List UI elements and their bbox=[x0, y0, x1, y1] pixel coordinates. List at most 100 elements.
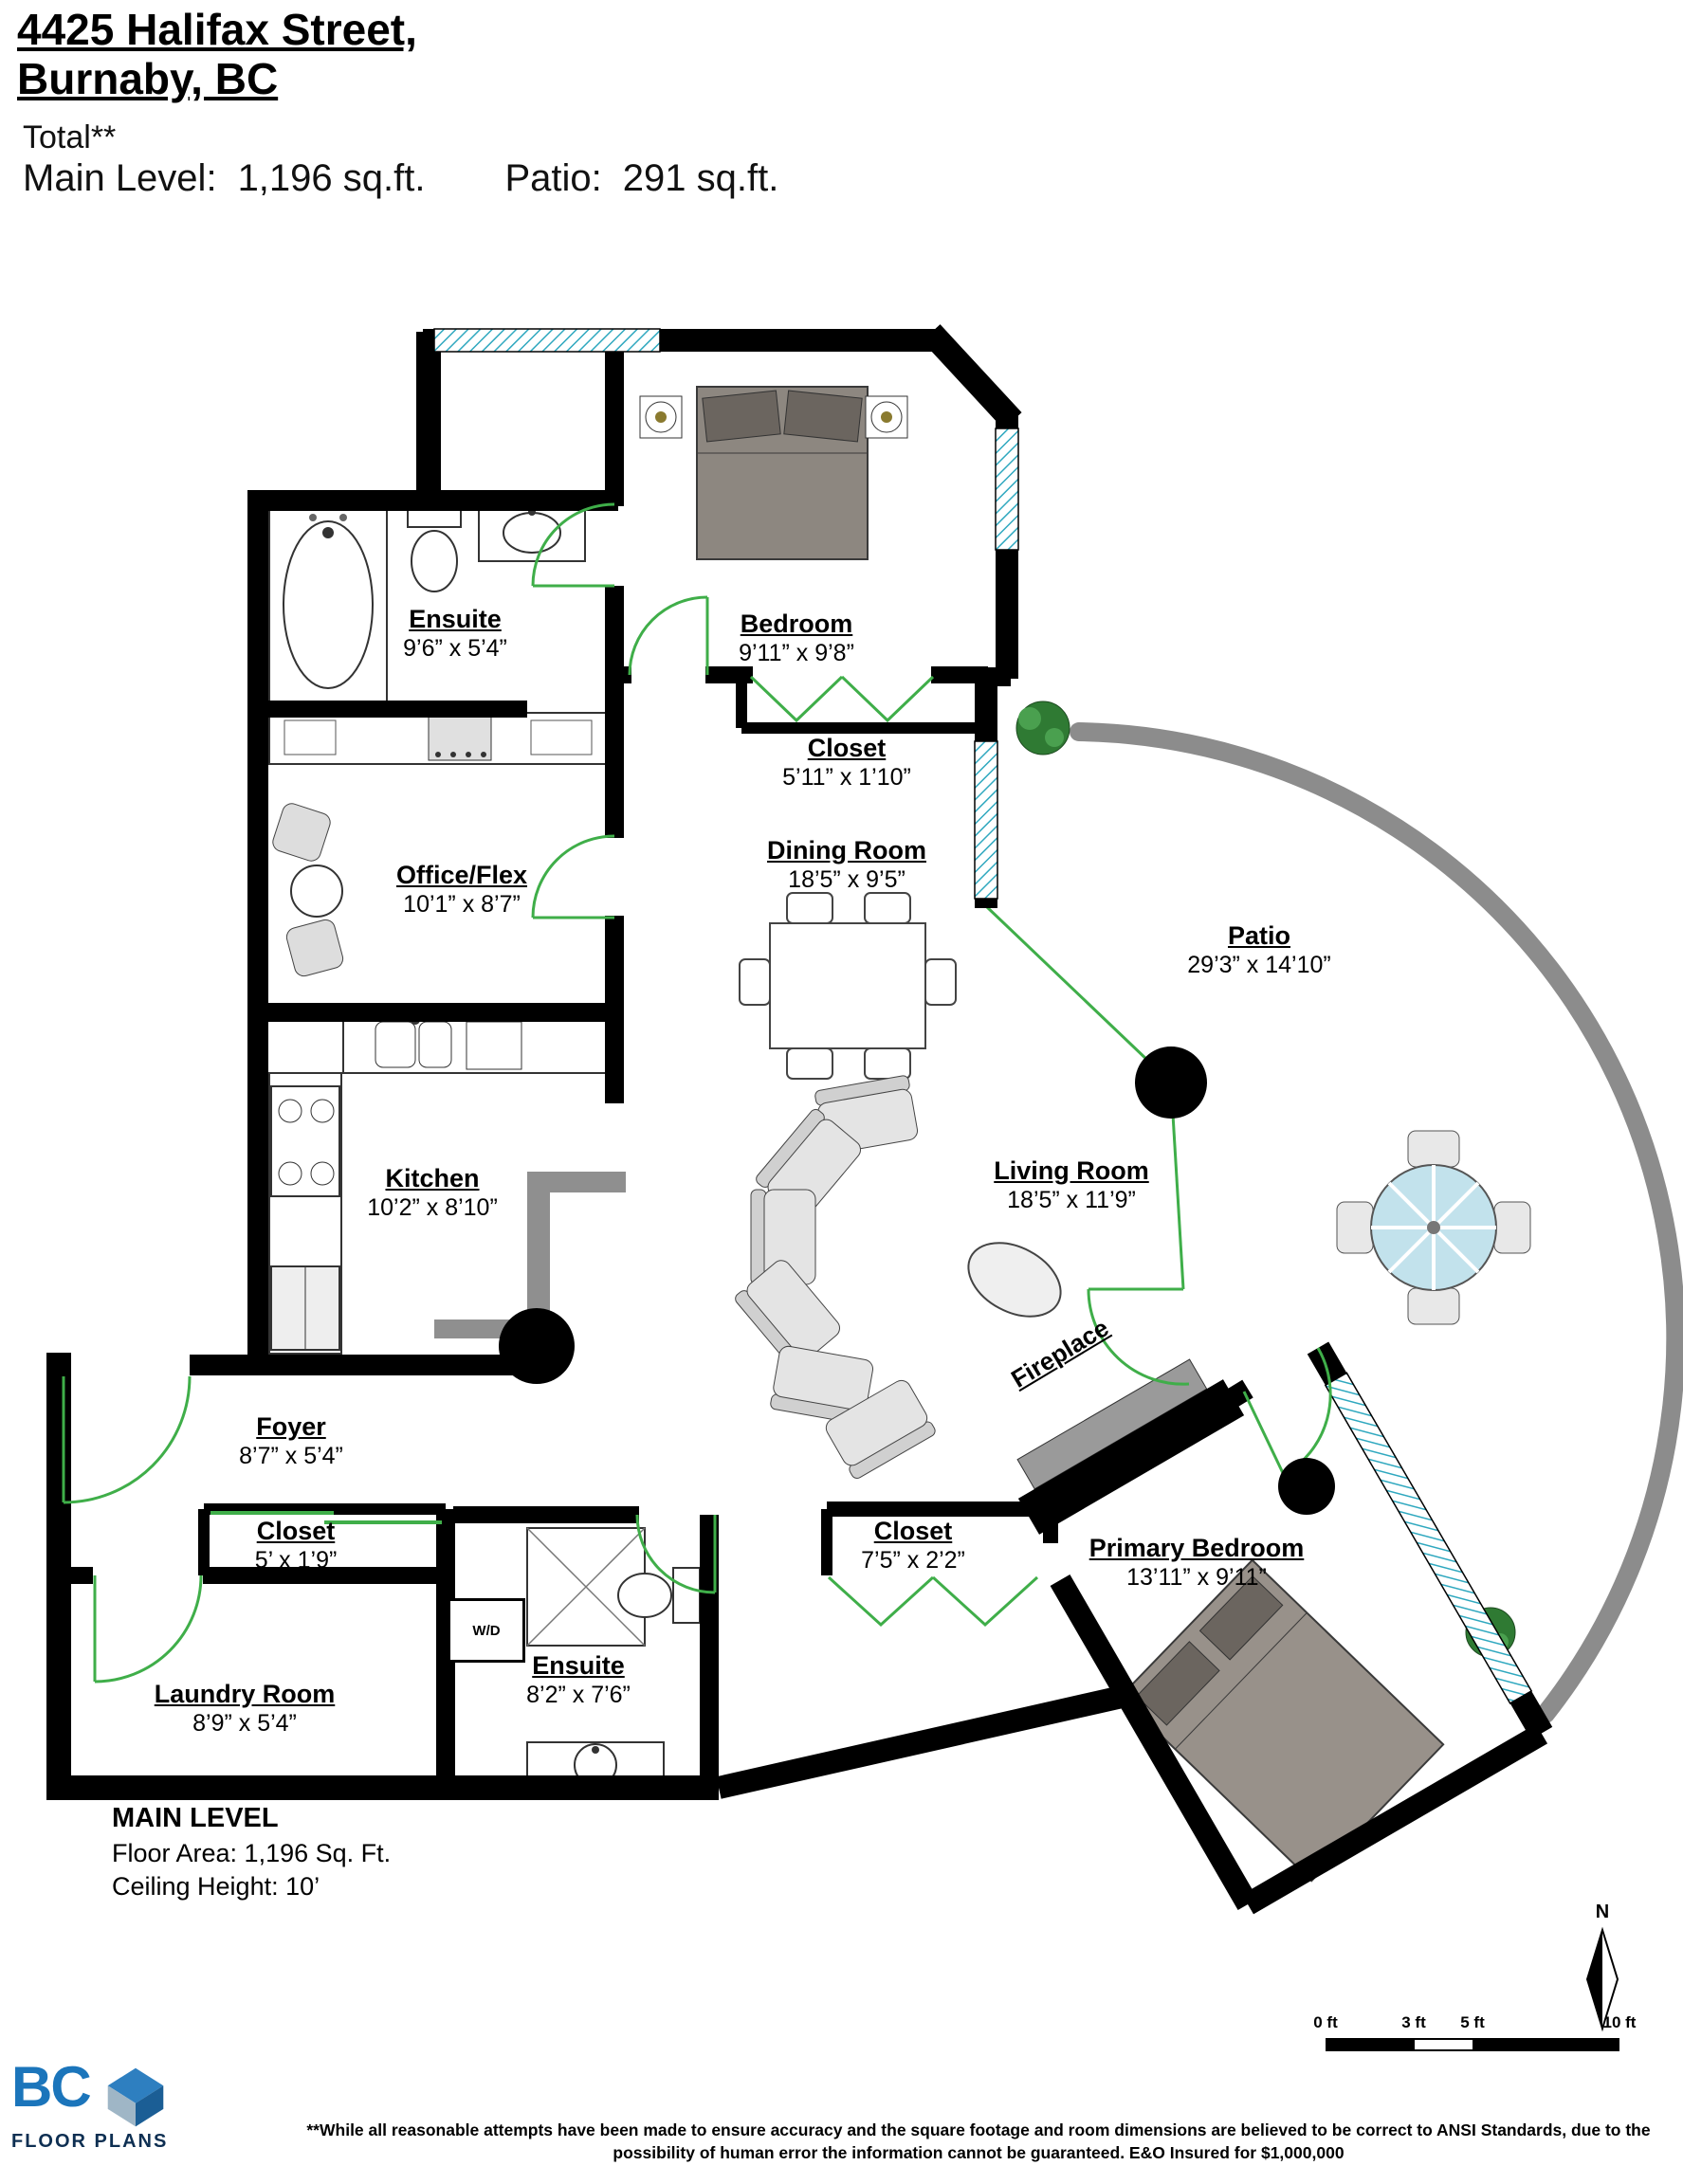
room-label-kitchen: Kitchen 10’2” x 8’10” bbox=[367, 1164, 498, 1222]
room-name: Laundry Room bbox=[154, 1680, 336, 1708]
room-dims: 9’11” x 9’8” bbox=[739, 639, 854, 666]
level-ceiling-height: Ceiling Height: 10’ bbox=[112, 1871, 320, 1901]
logo-subtitle: FLOOR PLANS bbox=[11, 2131, 169, 2152]
washer-dryer: W/D bbox=[448, 1598, 525, 1663]
bathtub bbox=[268, 501, 388, 702]
room-name: Bedroom bbox=[740, 610, 853, 638]
room-name: Kitchen bbox=[385, 1164, 480, 1192]
page-title-line1: 4425 Halifax Street, bbox=[17, 5, 417, 54]
scale-label-3: 3 ft bbox=[1401, 2013, 1426, 2031]
patio-table-set bbox=[1336, 1130, 1531, 1325]
scale-bar-segments bbox=[1326, 2038, 1619, 2051]
office-table bbox=[290, 864, 343, 918]
room-name: Primary Bedroom bbox=[1088, 1534, 1305, 1562]
walls bbox=[46, 324, 1548, 1915]
room-dims: 10’2” x 8’10” bbox=[367, 1193, 498, 1221]
level-title: MAIN LEVEL bbox=[112, 1803, 279, 1833]
room-name: Patio bbox=[1227, 921, 1291, 950]
plant-icon bbox=[1015, 701, 1070, 755]
stove bbox=[270, 1085, 340, 1197]
room-label-office-flex: Office/Flex 10’1” x 8’7” bbox=[396, 861, 527, 919]
room-dims: 13’11” x 9’11” bbox=[1126, 1563, 1267, 1591]
office-desk bbox=[268, 712, 608, 765]
ceiling-light-icon bbox=[865, 395, 908, 439]
sink-vanity bbox=[478, 501, 586, 562]
room-dims: 8’2” x 7’6” bbox=[526, 1681, 631, 1708]
room-dims: 8’9” x 5’4” bbox=[192, 1709, 297, 1737]
room-label-dining-room: Dining Room 18’5” x 9’5” bbox=[767, 836, 926, 894]
room-label-patio: Patio 29’3” x 14’10” bbox=[1187, 921, 1330, 979]
room-dims: 8’7” x 5’4” bbox=[239, 1442, 343, 1469]
room-label-ensuite-lower: Ensuite 8’2” x 7’6” bbox=[526, 1651, 631, 1709]
room-name: Dining Room bbox=[767, 836, 926, 864]
room-name: Ensuite bbox=[409, 605, 502, 633]
disclaimer-text: **While all reasonable attempts have bee… bbox=[306, 2120, 1651, 2162]
room-dims: 10’1” x 8’7” bbox=[403, 890, 521, 918]
columns bbox=[499, 1046, 1335, 1515]
room-label-bedroom: Bedroom 9’11” x 9’8” bbox=[739, 610, 854, 667]
scale-label-5: 5 ft bbox=[1460, 2013, 1485, 2031]
room-name: Ensuite bbox=[532, 1651, 625, 1680]
room-label-laundry-room: Laundry Room 8’9” x 5’4” bbox=[155, 1680, 336, 1738]
room-dims: 18’5” x 11’9” bbox=[1007, 1186, 1136, 1213]
fireplace bbox=[1016, 1358, 1245, 1535]
patio-value: 291 sq.ft. bbox=[622, 157, 779, 199]
room-name: Closet bbox=[807, 734, 887, 762]
room-label-ensuite-upper: Ensuite 9’6” x 5’4” bbox=[403, 605, 507, 663]
fridge bbox=[270, 1265, 340, 1351]
patio-curved-wall bbox=[1070, 722, 1683, 1723]
north-arrow-icon bbox=[1585, 1926, 1619, 2032]
level-summary: MAIN LEVEL Floor Area: 1,196 Sq. Ft. Cei… bbox=[112, 1801, 391, 1903]
room-dims: 5’11” x 1’10” bbox=[782, 763, 911, 791]
coffee-table bbox=[967, 1242, 1062, 1318]
page-title-line2: Burnaby, BC bbox=[17, 53, 279, 103]
room-name: Closet bbox=[873, 1517, 953, 1545]
north-label: N bbox=[1595, 1902, 1610, 1922]
scale-segment bbox=[1414, 2040, 1473, 2049]
patio-label: Patio: bbox=[504, 157, 602, 199]
room-dims: 29’3” x 14’10” bbox=[1187, 951, 1331, 978]
room-name: Office/Flex bbox=[395, 861, 528, 889]
room-label-living-room: Living Room 18’5” x 11’9” bbox=[994, 1156, 1149, 1214]
office-chair bbox=[272, 803, 331, 862]
main-level-label: Main Level: bbox=[23, 157, 217, 199]
total-label: Total** bbox=[23, 119, 117, 155]
area-summary: Main Level: 1,196 sq.ft. Patio: 291 sq.f… bbox=[23, 157, 778, 200]
room-label-closet-bedroom: Closet 5’11” x 1’10” bbox=[782, 734, 911, 792]
main-level-value: 1,196 sq.ft. bbox=[237, 157, 426, 199]
toilet bbox=[617, 1567, 701, 1624]
sectional-sofa bbox=[735, 1075, 936, 1479]
scale-bar: 0 ft 3 ft 5 ft 10 ft bbox=[1313, 2013, 1636, 2055]
office-chair bbox=[285, 919, 344, 977]
washer-dryer-label: W/D bbox=[472, 1622, 501, 1639]
scale-segment bbox=[1327, 2040, 1415, 2049]
bed-primary bbox=[1119, 1558, 1445, 1883]
room-label-closet-hall: Closet 7’5” x 2’2” bbox=[861, 1517, 965, 1574]
logo-row: BC bbox=[11, 2059, 258, 2131]
room-name: Foyer bbox=[256, 1412, 326, 1441]
scale-label-10: 10 ft bbox=[1602, 2013, 1637, 2031]
room-label-foyer: Foyer 8’7” x 5’4” bbox=[239, 1412, 343, 1470]
level-floor-area: Floor Area: 1,196 Sq. Ft. bbox=[112, 1838, 392, 1867]
room-name: Living Room bbox=[994, 1156, 1149, 1185]
house-icon bbox=[107, 2067, 163, 2127]
room-dims: 7’5” x 2’2” bbox=[861, 1546, 965, 1574]
page-title: 4425 Halifax Street, Burnaby, BC bbox=[17, 5, 417, 103]
room-label-closet-foyer: Closet 5’ x 1’9” bbox=[255, 1517, 338, 1574]
dining-table-set bbox=[739, 892, 957, 1080]
scale-segment bbox=[1472, 2040, 1618, 2049]
room-dims: 9’6” x 5’4” bbox=[403, 634, 507, 662]
doors bbox=[62, 502, 1332, 1684]
bed-upper bbox=[696, 386, 869, 560]
room-dims: 18’5” x 9’5” bbox=[788, 865, 906, 893]
windows bbox=[433, 328, 1553, 1739]
room-dims: 5’ x 1’9” bbox=[254, 1546, 338, 1574]
ceiling-light-icon bbox=[639, 395, 683, 439]
toilet bbox=[407, 501, 462, 592]
bc-floor-plans-logo: BC FLOOR PLANS bbox=[11, 2059, 258, 2153]
room-name: Closet bbox=[256, 1517, 336, 1545]
room-label-primary-bedroom: Primary Bedroom 13’11” x 9’11” bbox=[1089, 1534, 1305, 1592]
logo-bc-text: BC bbox=[11, 2055, 92, 2119]
